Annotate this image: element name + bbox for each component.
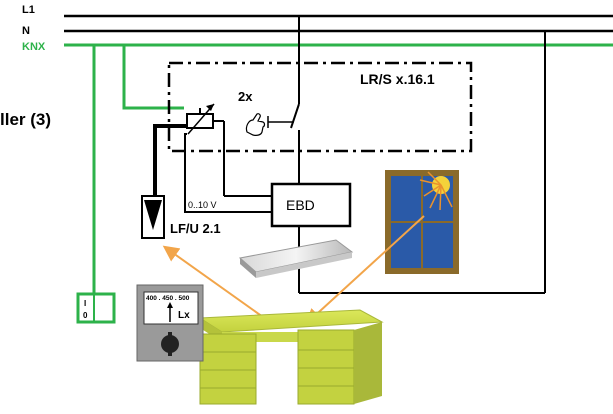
ebd-label: EBD bbox=[286, 197, 315, 213]
knx-device-drop bbox=[122, 45, 184, 110]
lux-scale: 400 . 450 . 500 bbox=[146, 295, 190, 302]
knx-label: KNX bbox=[22, 41, 46, 53]
device-title: LR/S x.16.1 bbox=[360, 71, 435, 87]
signal-line bbox=[184, 133, 272, 213]
relay-count: 2x bbox=[238, 89, 253, 104]
sensor-cable bbox=[153, 124, 187, 196]
sun-icon bbox=[419, 171, 453, 211]
lux-meter bbox=[136, 284, 204, 362]
left-cut-label: ller (3) bbox=[0, 110, 51, 129]
bus-lines bbox=[64, 14, 613, 47]
signal-label: 0..10 V bbox=[188, 200, 217, 210]
sensor-label: LF/U 2.1 bbox=[170, 221, 221, 236]
ebd-box bbox=[270, 182, 352, 228]
knx-switch bbox=[76, 292, 116, 324]
light-sensor bbox=[141, 195, 165, 239]
l1-label: L1 bbox=[22, 4, 35, 16]
window bbox=[385, 170, 459, 274]
ceiling-lamp bbox=[238, 239, 354, 278]
daylight-arrow-to-desk bbox=[305, 215, 425, 325]
reflection-arrow-to-sensor bbox=[162, 245, 271, 323]
manual-hand-icon bbox=[245, 113, 266, 136]
device-box bbox=[167, 61, 473, 153]
relay-contact bbox=[290, 103, 300, 129]
n-label: N bbox=[22, 25, 30, 37]
desk bbox=[198, 309, 384, 405]
switch-on-label: I bbox=[84, 299, 86, 308]
lux-unit: Lx bbox=[178, 310, 190, 321]
switch-off-label: 0 bbox=[83, 311, 88, 320]
